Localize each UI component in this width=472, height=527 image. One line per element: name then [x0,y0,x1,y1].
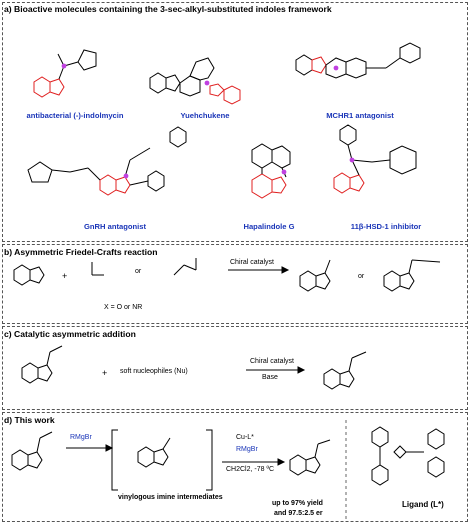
stereocenter-dot-6 [349,157,355,163]
panel-d-reagent2: RMgBr [236,446,258,453]
mchr1-structure [295,42,421,79]
compound-label-mchr1: MCHR1 antagonist [326,111,394,120]
panel-b-or1: or [135,268,142,275]
panel-b-x-note: X = O or NR [104,304,143,311]
panel-b-or2: or [358,273,365,280]
panel-d-conditions: CH2Cl2, -78 ºC [226,466,275,473]
stereocenter-dot-3 [333,65,339,71]
svg-text:+: + [102,368,107,378]
panel-d-er: and 97.5:2.5 er [274,510,323,517]
panel-d-intermediate: vinylogous imine intermediates [118,494,223,501]
panel-d-ligand: Ligand (L*) [402,500,444,509]
panel-c [2,326,468,410]
compound-label-hsd: 11β-HSD-1 inhibitor [350,222,422,231]
panel-c-catalyst: Chiral catalyst [250,358,294,365]
gnrh-structure [27,126,187,196]
panel-b-catalyst: Chiral catalyst [230,259,274,266]
panel-c-base: Base [262,374,278,381]
panel-d-cat: Cu-L* [236,434,254,441]
stereocenter-dot-2 [204,80,210,86]
stereocenter-dot-4 [123,173,129,179]
compound-label-gnrh: GnRH antagonist [83,222,146,231]
compound-label-indolmycin: antibacterial (-)-indolmycin [26,111,124,120]
panel-c-nucleophile: soft nucleophiles (Nu) [120,368,188,375]
stereocenter-dot-5 [281,169,287,175]
panel-d-reagent1: RMgBr [70,434,92,441]
compound-label-hapalindole: Hapalindole G [243,222,295,231]
panel-b-title: b) Asymmetric Friedel-Crafts reaction [4,247,158,257]
stereocenter-dot-1 [61,63,67,69]
hapalindole-structure [251,143,291,199]
panel-c-title: c) Catalytic asymmetric addition [4,329,136,339]
panel-d-title: d) This work [4,415,55,425]
panel-a-title: a) Bioactive molecules containing the 3-… [4,4,332,14]
svg-text:+: + [62,271,67,281]
compound-label-yuehchukene: Yuehchukene [180,111,230,120]
yuehchukene-structure [149,57,241,105]
panel-d [2,412,468,522]
panel-b [2,244,468,324]
panel-d-yield: up to 97% yield [272,500,323,507]
panel-a [2,2,468,242]
hsd-structure [333,124,417,194]
